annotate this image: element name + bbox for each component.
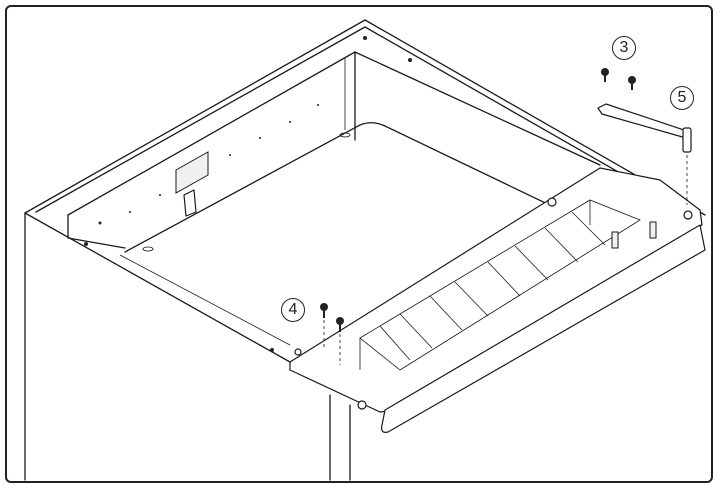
mounting-bracket bbox=[597, 103, 692, 205]
cabinet-body bbox=[24, 19, 706, 481]
screws bbox=[320, 68, 636, 365]
callout-4: 4 bbox=[281, 298, 305, 322]
figure-frame bbox=[5, 5, 713, 483]
cover-tray bbox=[289, 167, 706, 433]
callout-3: 3 bbox=[612, 36, 636, 60]
callout-5: 5 bbox=[670, 86, 694, 110]
